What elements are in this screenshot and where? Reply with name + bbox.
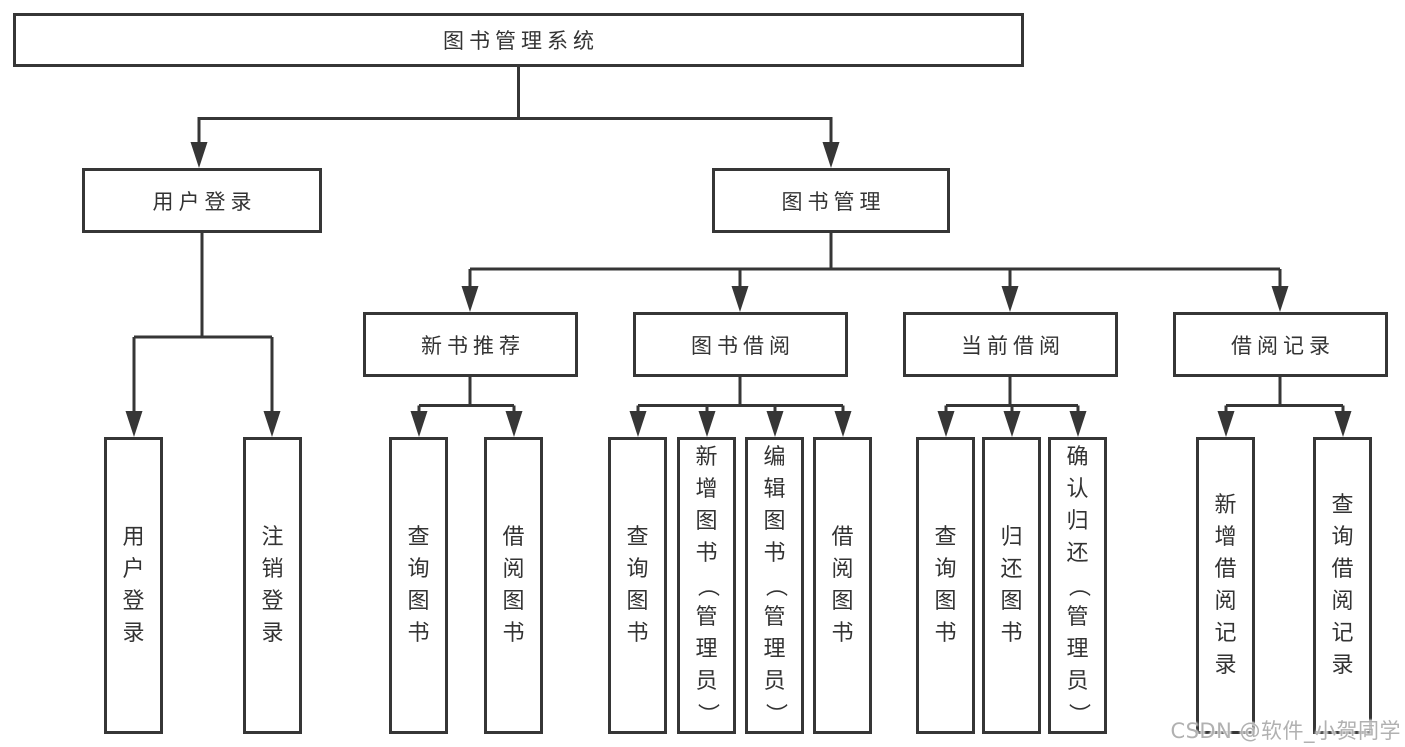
connector-user-login-children xyxy=(132,233,274,415)
connector-book-borrow-children xyxy=(636,377,845,414)
node-edit-book-admin: 编辑图书（管理员） xyxy=(745,437,804,734)
node-book-management: 图书管理 xyxy=(712,168,950,233)
node-logout: 注销登录 xyxy=(243,437,302,734)
node-return-books: 归还图书 xyxy=(982,437,1041,734)
node-borrow-records: 借阅记录 xyxy=(1173,312,1388,377)
connector-book-mgmt-children xyxy=(468,233,1282,290)
node-add-book-admin: 新增图书（管理员） xyxy=(677,437,736,734)
node-library-system: 图书管理系统 xyxy=(13,13,1024,67)
node-user-login-leaf: 用户登录 xyxy=(104,437,163,734)
node-current-borrowing: 当前借阅 xyxy=(903,312,1118,377)
connector-borrow-rec-children xyxy=(1224,377,1345,414)
arrowheads xyxy=(125,142,1352,437)
node-add-borrow-record: 新增借阅记录 xyxy=(1196,437,1255,734)
connector-new-book-children xyxy=(417,377,516,414)
node-user-login: 用户登录 xyxy=(82,168,322,233)
connector-root-to-level2 xyxy=(197,67,833,146)
node-query-borrow-record: 查询借阅记录 xyxy=(1313,437,1372,734)
node-borrow-books-2: 借阅图书 xyxy=(813,437,872,734)
node-query-books-1: 查询图书 xyxy=(389,437,448,734)
node-query-books-2: 查询图书 xyxy=(608,437,667,734)
node-query-books-3: 查询图书 xyxy=(916,437,975,734)
csdn-watermark: CSDN @软件_小贺同学 xyxy=(1170,719,1401,743)
connector-cur-borrow-children xyxy=(944,377,1080,414)
node-borrow-books-1: 借阅图书 xyxy=(484,437,543,734)
node-new-book-recommend: 新书推荐 xyxy=(363,312,578,377)
node-book-borrowing: 图书借阅 xyxy=(633,312,848,377)
node-confirm-return-admin: 确认归还（管理员） xyxy=(1048,437,1107,734)
